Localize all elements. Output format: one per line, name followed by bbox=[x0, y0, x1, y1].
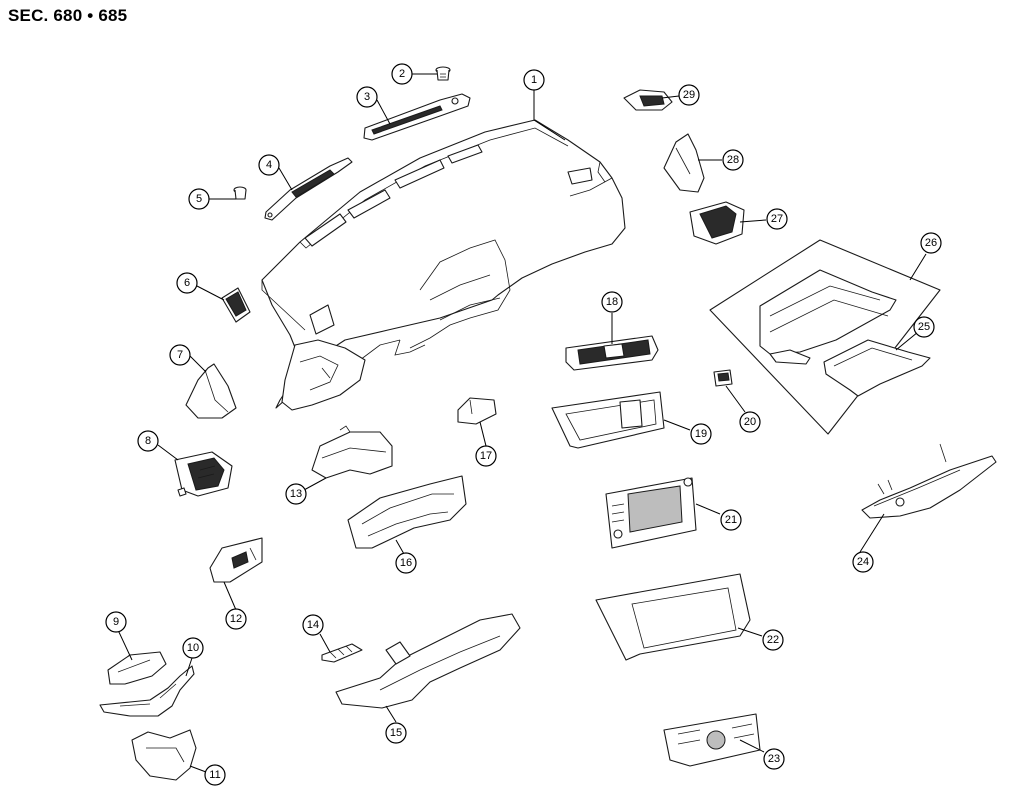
part-16-cluster-finisher bbox=[347, 475, 467, 549]
callout-21-number: 21 bbox=[725, 514, 737, 526]
callout-16-number: 16 bbox=[400, 557, 412, 569]
section-title: SEC. 680 • 685 bbox=[8, 6, 128, 25]
callout-20: 20 bbox=[739, 411, 761, 433]
callout-29: 29 bbox=[678, 84, 700, 106]
callout-27-number: 27 bbox=[771, 213, 783, 225]
callout-13: 13 bbox=[285, 483, 307, 505]
callout-3-number: 3 bbox=[364, 91, 370, 103]
part-15-lower-panel bbox=[335, 613, 521, 709]
callout-25: 25 bbox=[913, 316, 935, 338]
part-21-audio-unit bbox=[605, 477, 697, 549]
callout-8-number: 8 bbox=[145, 435, 151, 447]
callout-22: 22 bbox=[762, 629, 784, 651]
callout-26: 26 bbox=[920, 232, 942, 254]
part-18-center-vent bbox=[565, 335, 659, 371]
part-8-side-vent bbox=[174, 451, 233, 497]
callout-19-number: 19 bbox=[695, 428, 707, 440]
part-24-glove-box-lid bbox=[861, 443, 997, 519]
callout-12: 12 bbox=[225, 608, 247, 630]
callout-4-number: 4 bbox=[266, 159, 272, 171]
callout-28-number: 28 bbox=[727, 154, 739, 166]
part-9-column-cover-upper bbox=[107, 651, 167, 685]
part-29-vent-grille bbox=[623, 89, 673, 111]
part-20-switch bbox=[713, 369, 733, 387]
part-26-glove-box-frame bbox=[709, 239, 941, 435]
callout-15: 15 bbox=[385, 722, 407, 744]
callout-24: 24 bbox=[852, 551, 874, 573]
part-4-side-defroster-grille bbox=[264, 157, 353, 221]
part-5-clip bbox=[233, 186, 247, 200]
callout-12-number: 12 bbox=[230, 613, 242, 625]
part-1-instrument-panel bbox=[261, 119, 626, 411]
callout-18: 18 bbox=[601, 291, 623, 313]
part-19-center-finisher bbox=[551, 391, 665, 449]
callout-6-number: 6 bbox=[184, 277, 190, 289]
callout-7: 7 bbox=[169, 344, 191, 366]
callout-13-number: 13 bbox=[290, 488, 302, 500]
part-23-ac-control bbox=[663, 713, 761, 767]
callout-8: 8 bbox=[137, 430, 159, 452]
callout-17-number: 17 bbox=[480, 450, 492, 462]
callout-11: 11 bbox=[204, 764, 226, 786]
callout-29-number: 29 bbox=[683, 89, 695, 101]
callout-14: 14 bbox=[302, 614, 324, 636]
callout-6: 6 bbox=[176, 272, 198, 294]
callout-4: 4 bbox=[258, 154, 280, 176]
callout-5-number: 5 bbox=[196, 193, 202, 205]
callout-18-number: 18 bbox=[606, 296, 618, 308]
callout-3: 3 bbox=[356, 86, 378, 108]
part-13-cluster-lid bbox=[311, 425, 393, 479]
callout-9: 9 bbox=[105, 611, 127, 633]
callout-25-number: 25 bbox=[918, 321, 930, 333]
part-11-column-cover-lower bbox=[131, 729, 197, 781]
callout-10-number: 10 bbox=[187, 642, 199, 654]
leader-lines bbox=[117, 73, 927, 773]
callout-17: 17 bbox=[475, 445, 497, 467]
callout-9-number: 9 bbox=[113, 616, 119, 628]
callout-16: 16 bbox=[395, 552, 417, 574]
callout-28: 28 bbox=[722, 149, 744, 171]
callout-10: 10 bbox=[182, 637, 204, 659]
callout-24-number: 24 bbox=[857, 556, 869, 568]
part-28-side-finisher bbox=[663, 133, 705, 193]
callout-23-number: 23 bbox=[768, 753, 780, 765]
part-14-bracket bbox=[321, 643, 363, 663]
callout-19: 19 bbox=[690, 423, 712, 445]
part-25-glove-box bbox=[823, 339, 931, 397]
part-3-defroster-grille bbox=[363, 93, 471, 141]
callout-21: 21 bbox=[720, 509, 742, 531]
callout-26-number: 26 bbox=[925, 237, 937, 249]
callout-23: 23 bbox=[763, 748, 785, 770]
callout-1-number: 1 bbox=[531, 74, 537, 86]
part-10-combination-switch bbox=[99, 665, 195, 717]
callout-1: 1 bbox=[523, 69, 545, 91]
callout-15-number: 15 bbox=[390, 727, 402, 739]
callout-2: 2 bbox=[391, 63, 413, 85]
callout-5: 5 bbox=[188, 188, 210, 210]
callout-22-number: 22 bbox=[767, 634, 779, 646]
callout-11-number: 11 bbox=[209, 769, 220, 781]
part-12-switch-panel bbox=[209, 537, 263, 583]
part-22-cluster-bezel bbox=[595, 573, 751, 661]
part-17-bracket bbox=[457, 397, 497, 425]
callout-27: 27 bbox=[766, 208, 788, 230]
part-6-side-vent bbox=[221, 287, 251, 323]
callout-2-number: 2 bbox=[399, 68, 405, 80]
part-27-side-vent bbox=[689, 201, 745, 245]
part-7-side-finisher bbox=[185, 363, 237, 419]
callout-20-number: 20 bbox=[744, 416, 756, 428]
part-2-clip bbox=[435, 66, 451, 81]
callout-14-number: 14 bbox=[307, 619, 319, 631]
callout-7-number: 7 bbox=[177, 349, 183, 361]
